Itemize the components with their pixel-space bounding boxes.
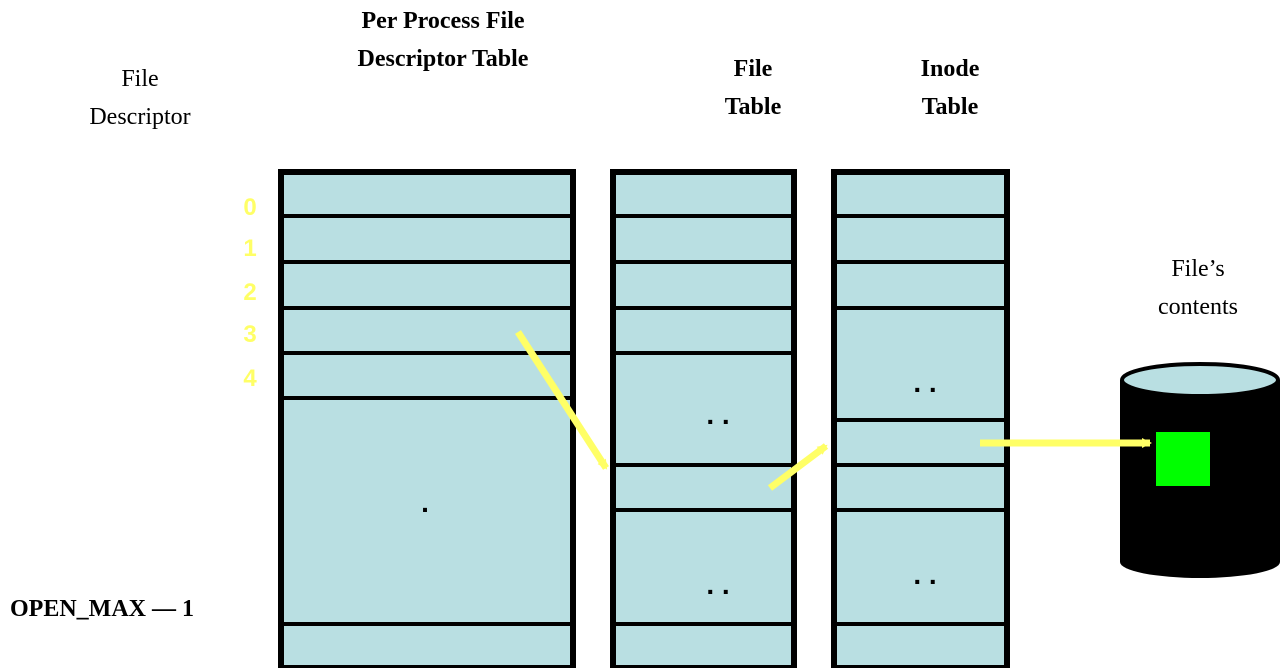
header-inode-table-line1: Inode [921,56,980,82]
header-file-table: File Table [725,56,782,120]
header-file-table-line2: Table [725,94,782,120]
header-file-table-line1: File [734,56,773,82]
fd-number: 2 [243,279,256,306]
file-table-dividers [613,214,794,626]
per-process-fd-table: . [278,169,576,668]
ellipsis: . [421,487,429,518]
ellipsis: . . [913,367,936,398]
per-process-fd-table-dividers [281,214,573,626]
fd-number: 0 [243,194,256,221]
header-inode-table: Inode Table [921,56,980,120]
header-per-process-line1: Per Process File [361,8,524,34]
fd-number: 1 [243,235,256,262]
pointer-arrows [515,330,1152,491]
fd-number: 4 [243,365,257,392]
fd-numbers: 0 1 2 3 4 [243,194,257,392]
disk-bottom [1120,546,1280,578]
header-inode-table-line2: Table [922,94,979,120]
inode-table: . . . . [831,169,1010,668]
file-table: . . . . [610,169,797,668]
header-file-descriptor-line2: Descriptor [89,104,190,130]
header-file-descriptor-line1: File [121,66,158,92]
header-per-process-table: Per Process File Descriptor Table [358,8,529,72]
inode-table-dividers [834,214,1007,626]
ellipsis: . . [706,569,729,600]
header-file-descriptor: File Descriptor [89,66,190,130]
ellipsis: . . [706,399,729,430]
file-table-box [610,169,797,668]
header-files-contents-line1: File’s [1171,256,1224,282]
header-per-process-line2: Descriptor Table [358,46,529,72]
file-content-block [1156,432,1210,486]
arrow-fd-to-file-table [515,330,609,470]
arrow-file-table-to-inode [767,443,829,491]
ellipsis: . . [913,559,936,590]
header-files-contents-line2: contents [1158,294,1238,320]
disk-top [1120,362,1280,398]
header-files-contents: File’s contents [1158,256,1238,320]
disk-icon [1120,362,1280,578]
open-max-label: OPEN_MAX — 1 [10,596,194,622]
fd-number: 3 [243,321,256,348]
per-process-fd-table-box [278,169,576,668]
